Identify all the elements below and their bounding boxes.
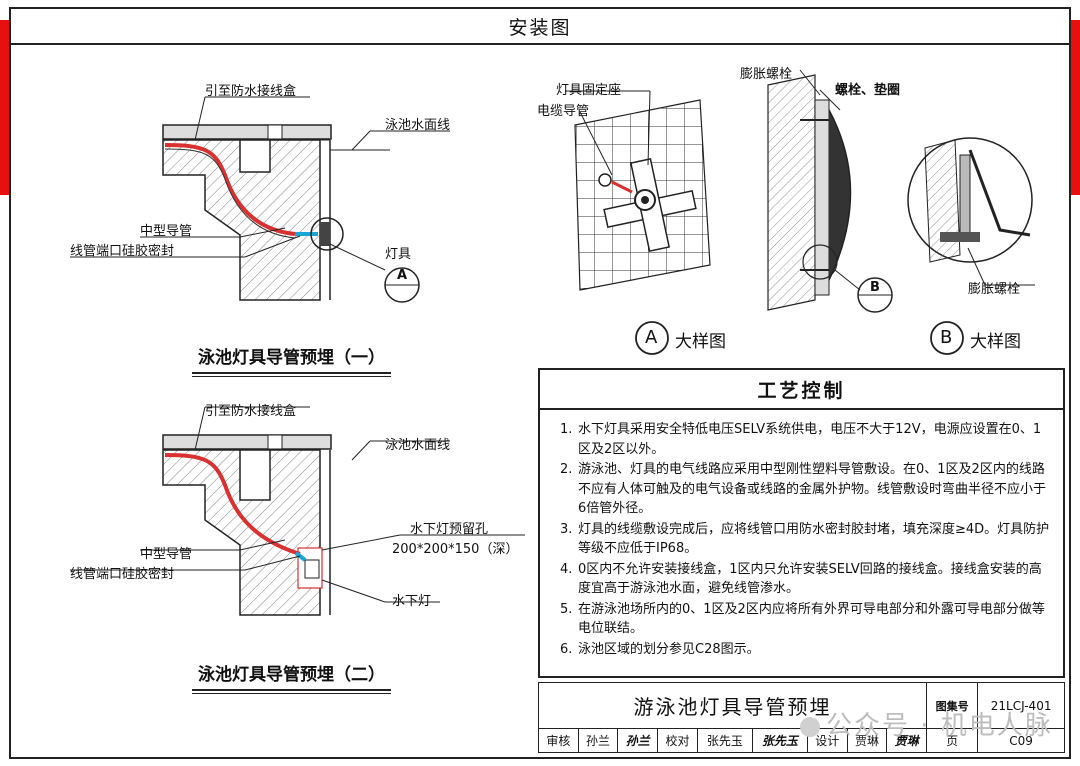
figure2-drawing — [70, 406, 525, 616]
conduit-2 — [164, 453, 301, 556]
page-number: C09 — [977, 728, 1065, 753]
process-control-panel: 工艺控制 1. 水下灯具采用安全特低电压SELV系统供电，电压不大于12V，电源应… — [538, 368, 1065, 678]
fig2-label-seal: 线管端口硅胶密封 — [70, 567, 175, 582]
pool-wall-section-2 — [162, 434, 332, 616]
process-notes-list: 1. 水下灯具采用安全特低电压SELV系统供电，电压不大于12V，电源应设置在0、… — [540, 410, 1063, 659]
detail-b-mark: B — [940, 327, 953, 348]
atlas-label: 图集号 — [926, 682, 979, 729]
figure1-caption-text: 泳池灯具导管预埋（一） — [198, 348, 385, 368]
process-note: 5. 在游泳池场所内的0、1区及2区内应将所有外界可导电部分和外露可导电部分做等电… — [560, 600, 1053, 639]
detail-b-circle — [907, 137, 1035, 286]
lamp-side-section — [767, 69, 893, 313]
sheet-header: 安装图 — [11, 9, 1069, 45]
note-number: 4. — [560, 561, 573, 577]
review-name: 孙兰 — [577, 728, 619, 753]
detail-a-label-cable-conduit: 电缆导管 — [537, 104, 590, 119]
tiled-wall-detail — [565, 90, 711, 291]
check-label: 校对 — [657, 728, 698, 753]
fig2-label-hole-size: 200*200*150（深） — [392, 542, 519, 557]
detail-a-caption: 大样图 — [675, 332, 726, 352]
page-label: 页 — [926, 728, 979, 753]
note-text: 水下灯具采用安全特低电压SELV系统供电，电压不大于12V，电源应设置在0、1区… — [578, 422, 1042, 457]
process-title: 工艺控制 — [540, 370, 1063, 410]
detail-a-mark: A — [645, 327, 658, 348]
review-signature: 孙兰 — [617, 728, 659, 753]
caption-marker-b — [930, 321, 964, 355]
fig1-label-lamp: 灯具 — [385, 247, 412, 262]
note-number: 3. — [560, 521, 573, 537]
detail-label-bolt-washer: 螺栓、垫圈 — [835, 83, 901, 98]
design-name: 贾琳 — [846, 728, 888, 753]
note-number: 2. — [560, 462, 573, 477]
figure1-caption: 泳池灯具导管预埋（一） — [192, 343, 391, 377]
note-number: 1. — [560, 422, 573, 437]
process-note: 1. 水下灯具采用安全特低电压SELV系统供电，电压不大于12V，电源应设置在0、… — [560, 420, 1053, 459]
detail-b-label-expansion-bolt: 膨胀螺栓 — [968, 282, 1021, 297]
note-text: 在游泳池场所内的0、1区及2区内应将所有外界可导电部分和外露可导电部分做等电位联… — [578, 601, 1045, 637]
lamp-circle-1 — [310, 217, 344, 251]
note-text: 泳池区域的划分参见C28图示。 — [578, 641, 760, 657]
note-number: 6. — [560, 641, 573, 657]
detail-b-side-mark: B — [870, 280, 880, 295]
atlas-number: 21LCJ-401 — [977, 682, 1065, 729]
title-block: 游泳池灯具导管预埋 图集号 21LCJ-401 审核 孙兰 孙兰 校对 张先玉 … — [537, 682, 1065, 753]
review-label: 审核 — [538, 728, 579, 753]
fig2-label-to-box: 引至防水接线盒 — [205, 404, 297, 419]
process-note: 6. 泳池区域的划分参见C28图示。 — [560, 640, 1053, 660]
fig1-label-seal: 线管端口硅胶密封 — [70, 244, 175, 259]
left-red-bar — [0, 20, 10, 195]
watermark-text: 公众号 · 机电人脉 — [826, 711, 1053, 741]
detail-drawings — [565, 69, 1035, 355]
fig1-label-conduit: 中型导管 — [140, 224, 193, 239]
wechat-icon — [800, 716, 820, 737]
check-name: 张先玉 — [696, 728, 753, 753]
figure1-drawing — [70, 96, 450, 303]
sheet-title: 安装图 — [508, 16, 572, 39]
right-red-bar — [1070, 20, 1080, 195]
process-note: 3. 灯具的线缆敷设完成后，应将线管口用防水密封胶封堵，填充深度≥4D。灯具防护等… — [560, 520, 1053, 559]
fig1-label-water-line: 泳池水面线 — [385, 118, 451, 133]
process-note: 4. 0区内不允许安装接线盒，1区内只允许安装SELV回路的接线盒。接线盒安装的高… — [560, 560, 1053, 599]
note-text: 灯具的线缆敷设完成后，应将线管口用防水密封胶封堵，填充深度≥4D。灯具防护等级不… — [578, 521, 1050, 557]
fig1-label-to-box: 引至防水接线盒 — [205, 84, 297, 99]
fig2-label-water-line: 泳池水面线 — [385, 438, 451, 453]
conduit-1 — [164, 143, 296, 236]
process-note: 2. 游泳池、灯具的电气线路应采用中型刚性塑料导管敷设。在0、1区及2区内的线路不… — [560, 460, 1053, 519]
detail-a-label-fixing-seat: 灯具固定座 — [556, 83, 622, 98]
note-number: 5. — [560, 601, 573, 617]
design-signature: 贾琳 — [886, 728, 928, 753]
fig2-label-hole: 水下灯预留孔 — [410, 522, 489, 537]
detail-label-expansion-bolt: 膨胀螺栓 — [740, 67, 793, 82]
fig1-detail-mark: A — [397, 268, 408, 283]
figure2-caption: 泳池灯具导管预埋（二） — [192, 660, 391, 694]
note-text: 游泳池、灯具的电气线路应采用中型刚性塑料导管敷设。在0、1区及2区内的线路不应有… — [578, 462, 1047, 516]
detail-b-caption: 大样图 — [970, 332, 1021, 352]
caption-marker-a — [635, 321, 669, 355]
watermark: 公众号 · 机电人脉 — [800, 705, 1053, 742]
drawing-sheet: 安装图 — [9, 7, 1071, 759]
figure2-caption-text: 泳池灯具导管预埋（二） — [198, 665, 385, 685]
fig2-label-lamp: 水下灯 — [392, 594, 432, 609]
note-text: 0区内不允许安装接线盒，1区内只允许安装SELV回路的接线盒。接线盒安装的高度宜… — [578, 561, 1042, 597]
fig2-label-conduit: 中型导管 — [140, 547, 193, 562]
check-signature: 张先玉 — [751, 728, 808, 753]
pool-wall-section-1 — [162, 124, 332, 301]
drawing-title: 游泳池灯具导管预埋 — [537, 682, 928, 729]
